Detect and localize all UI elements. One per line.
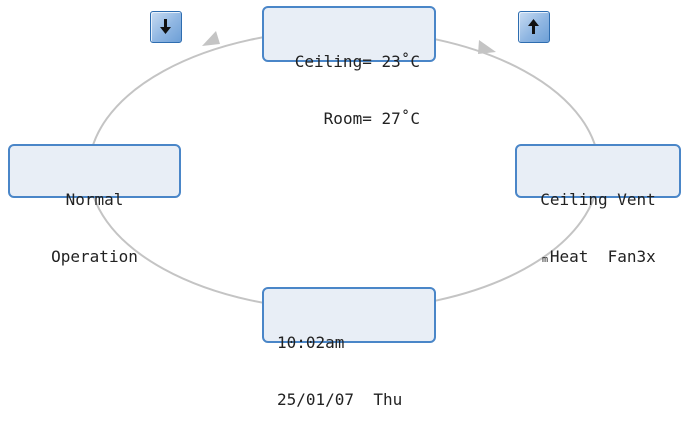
up-button[interactable] bbox=[518, 11, 550, 43]
ceiling-temperature-text: Ceiling= 23˚C bbox=[294, 52, 420, 71]
datetime-display: 10:02am 25/01/07 Thu bbox=[262, 287, 436, 409]
ceiling-vent-display: Ceiling Vent ₘHeat Fan3x bbox=[515, 144, 681, 266]
up-arrow-icon bbox=[528, 19, 539, 34]
temperature-display: Ceiling= 23˚C Room= 27˚C bbox=[262, 6, 436, 128]
room-temperature-text: Room= 27˚C bbox=[323, 109, 420, 128]
normal-operation-display: Normal Operation bbox=[8, 144, 181, 266]
normal-text: Normal bbox=[65, 190, 124, 209]
loop-arrowhead-left bbox=[202, 31, 220, 46]
time-text: 10:02am bbox=[277, 333, 345, 352]
down-arrow-icon bbox=[160, 19, 171, 34]
date-day-text: 25/01/07 Thu bbox=[277, 390, 403, 409]
heat-fan-text: ₘHeat Fan3x bbox=[540, 247, 656, 266]
ceiling-vent-text: Ceiling Vent bbox=[540, 190, 656, 209]
loop-arrowhead-right bbox=[478, 40, 496, 54]
down-button[interactable] bbox=[150, 11, 182, 43]
operation-text: Operation bbox=[51, 247, 138, 266]
